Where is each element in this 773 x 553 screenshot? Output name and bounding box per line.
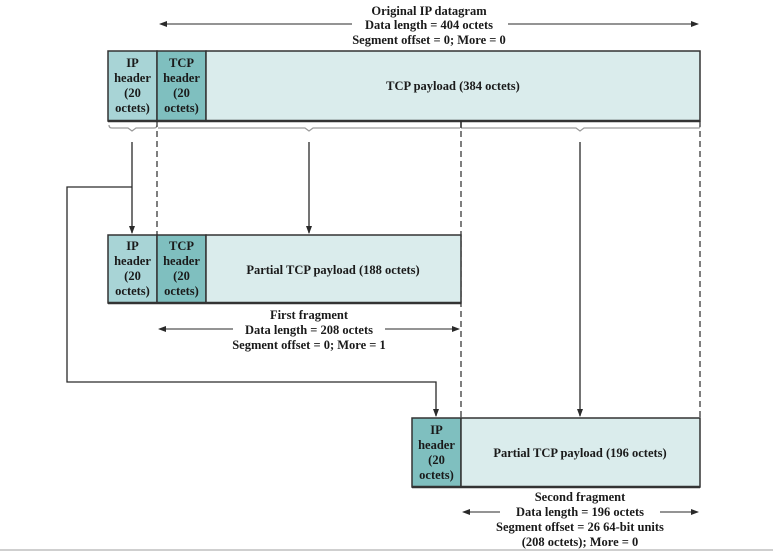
first-fragment: IP header (20 octets) TCP header (20 oct… (107, 234, 462, 305)
original-datagram-label: Original IP datagram Data length = 404 o… (159, 4, 699, 47)
first-ip-header-text: header (114, 254, 151, 268)
connector-arrows (66, 142, 583, 417)
first-ip-header-text: (20 (124, 269, 141, 283)
first-tcp-header-text: TCP (169, 239, 194, 253)
first-ip-header-text: IP (126, 239, 139, 253)
second-ip-header-text: (20 (428, 453, 445, 467)
second-ip-header-text: IP (430, 423, 443, 437)
original-segment-offset: Segment offset = 0; More = 0 (352, 33, 506, 47)
first-fragment-label: First fragment Data length = 208 octets … (158, 308, 460, 352)
second-ip-header-text: octets) (419, 468, 454, 482)
original-data-length: Data length = 404 octets (365, 18, 493, 32)
original-tcp-header-text: (20 (173, 86, 190, 100)
second-segment-offset: Segment offset = 26 64-bit units (496, 520, 664, 534)
original-tcp-header-text: header (163, 71, 200, 85)
first-tcp-header-text: (20 (173, 269, 190, 283)
second-data-length: Data length = 196 octets (516, 505, 644, 519)
dashed-guides (156, 121, 701, 418)
second-fragment-label: Second fragment Data length = 196 octets… (462, 490, 699, 549)
second-payload-text: Partial TCP payload (196 octets) (493, 446, 666, 460)
original-payload-text: TCP payload (384 octets) (386, 79, 520, 93)
second-segment-offset-cont: (208 octets); More = 0 (522, 535, 639, 549)
first-title: First fragment (270, 308, 349, 322)
bottom-divider (0, 549, 773, 551)
original-tcp-header-text: octets) (164, 101, 199, 115)
original-ip-header-text: (20 (124, 86, 141, 100)
original-tcp-header-text: TCP (169, 56, 194, 70)
first-tcp-payload (205, 234, 462, 304)
original-title: Original IP datagram (371, 4, 487, 18)
original-tcp-payload (205, 50, 701, 122)
original-tcp-header (156, 50, 207, 122)
first-payload-text: Partial TCP payload (188 octets) (246, 263, 419, 277)
first-data-length: Data length = 208 octets (245, 323, 373, 337)
original-ip-header-text: IP (126, 56, 139, 70)
second-ip-header-text: header (418, 438, 455, 452)
first-ip-header-text: octets) (115, 284, 150, 298)
brace-first-payload (158, 127, 460, 132)
original-ip-header-text: header (114, 71, 151, 85)
original-braces (108, 124, 701, 132)
first-tcp-header (156, 234, 207, 304)
arrow-ip-to-second (66, 186, 439, 417)
first-tcp-header-text: octets) (164, 284, 199, 298)
original-ip-header-text: octets) (115, 101, 150, 115)
second-title: Second fragment (535, 490, 626, 504)
brace-second-payload (461, 124, 701, 132)
first-segment-offset: Segment offset = 0; More = 1 (232, 338, 386, 352)
original-datagram: IP header (20 octets) TCP header (20 oct… (107, 50, 701, 123)
first-tcp-header-text: header (163, 254, 200, 268)
second-fragment: IP header (20 octets) Partial TCP payloa… (411, 417, 701, 489)
brace-ip-header (108, 124, 158, 132)
